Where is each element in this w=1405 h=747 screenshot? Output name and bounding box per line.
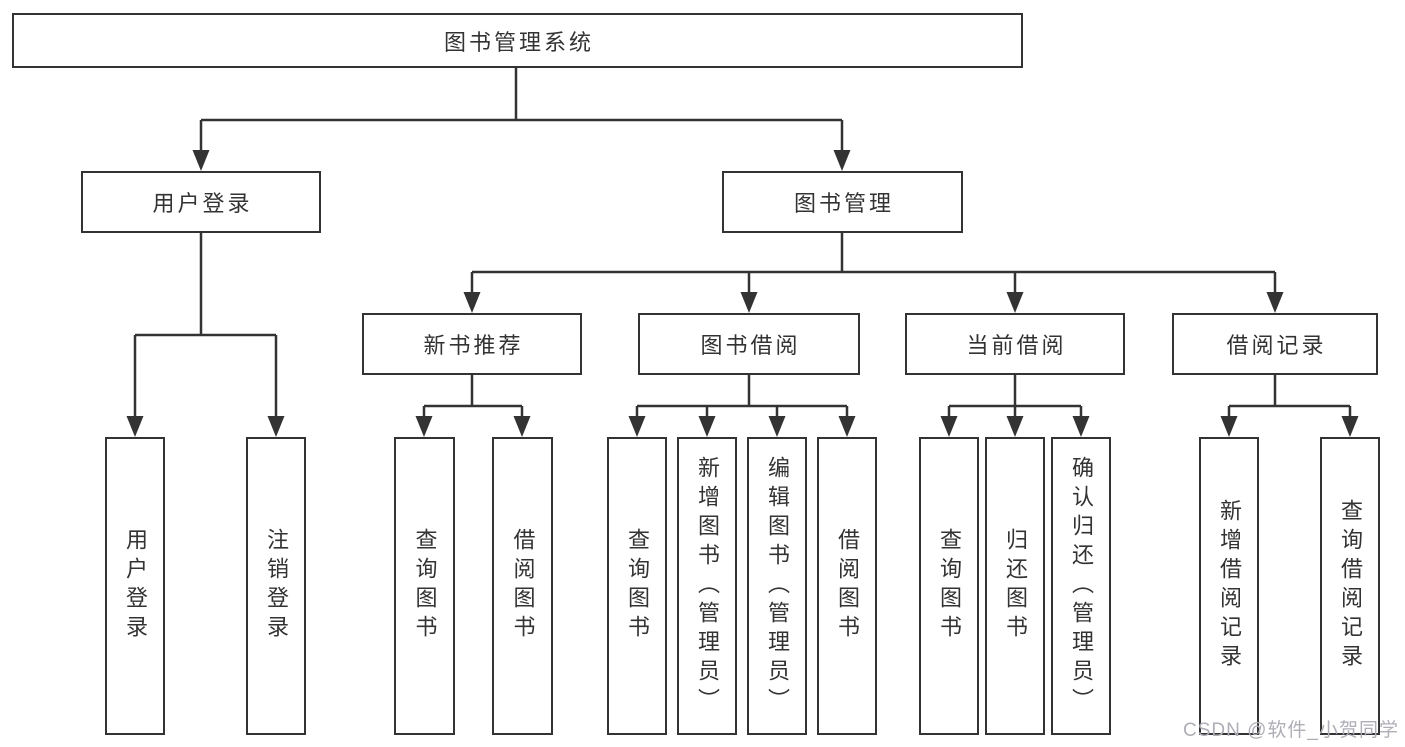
arrowhead [768,416,786,437]
connector-new-book-to-leaves [422,375,524,419]
node-label: 图书管理 [793,191,894,216]
node-current-borrowing: 当前借阅 [905,313,1125,375]
node-label: 图书借阅 [700,333,801,358]
node-label: 注销登录 [264,528,289,644]
arrowhead [267,416,285,437]
arrowhead [415,416,433,437]
arrowhead [940,416,958,437]
leaf-user-login: 用户登录 [105,437,165,735]
leaf-br-query-borrow-record: 查询借阅记录 [1320,437,1380,735]
arrowhead [1266,292,1284,313]
arrowhead [1006,416,1024,437]
node-label: 用户登录 [152,191,253,216]
connector-root-to-level2 [199,68,844,153]
leaf-cb-confirm-return-admin: 确认归还（管理员） [1051,437,1111,735]
leaf-br-add-borrow-record: 新增借阅记录 [1199,437,1259,735]
arrowhead [192,150,210,171]
node-label: 新增借阅记录 [1217,499,1242,673]
arrowhead [126,416,144,437]
node-book-borrowing: 图书借阅 [638,313,860,375]
node-label: 编辑图书（管理员） [765,455,790,717]
node-label: 查询图书 [937,528,962,644]
connector-current-borrow-to-leaves [947,375,1083,419]
connector-borrow-records-to-leaves [1227,375,1352,419]
node-label: 查询图书 [412,528,438,644]
node-label: 确认归还（管理员） [1069,455,1094,717]
leaf-bb-add-books-admin: 新增图书（管理员） [677,437,737,735]
node-label: 图书管理系统 [443,29,594,55]
node-label: 借阅记录 [1226,333,1327,358]
arrowhead [1072,416,1090,437]
node-label: 当前借阅 [966,333,1067,358]
arrowhead [740,292,758,313]
leaf-cb-return-books: 归还图书 [985,437,1045,735]
arrowhead [513,416,531,437]
node-new-book-recommend: 新书推荐 [362,313,582,375]
node-label: 用户登录 [123,528,148,644]
node-book-management: 图书管理 [722,171,963,233]
arrowhead [838,416,856,437]
arrowhead [833,150,851,171]
node-label: 查询借阅记录 [1338,499,1363,673]
connector-book-borrow-to-leaves [635,375,849,419]
node-label: 新增图书（管理员） [695,455,720,717]
node-label: 查询图书 [625,528,650,644]
arrowhead [628,416,646,437]
arrowhead [1220,416,1238,437]
node-borrow-records: 借阅记录 [1172,313,1378,375]
node-label: 借阅图书 [510,528,536,644]
connector-user-login-to-leaves [133,233,278,419]
arrowhead [1006,292,1024,313]
arrowhead [463,292,481,313]
leaf-bb-edit-books-admin: 编辑图书（管理员） [747,437,807,735]
node-user-login: 用户登录 [81,171,321,233]
node-label: 新书推荐 [423,333,524,358]
arrowhead [698,416,716,437]
leaf-cb-query-books: 查询图书 [919,437,979,735]
leaf-bb-borrow-books: 借阅图书 [817,437,877,735]
leaf-nbr-borrow-books: 借阅图书 [492,437,553,735]
node-label: 借阅图书 [835,528,860,644]
watermark-text: CSDN @软件_小贺同学 [1183,720,1399,741]
leaf-nbr-query-books: 查询图书 [394,437,455,735]
arrowhead [1341,416,1359,437]
node-library-management-system: 图书管理系统 [12,13,1023,68]
connector-book-management-to-level3 [470,233,1277,295]
node-label: 归还图书 [1003,528,1028,644]
leaf-logout: 注销登录 [246,437,306,735]
leaf-bb-query-books: 查询图书 [607,437,667,735]
